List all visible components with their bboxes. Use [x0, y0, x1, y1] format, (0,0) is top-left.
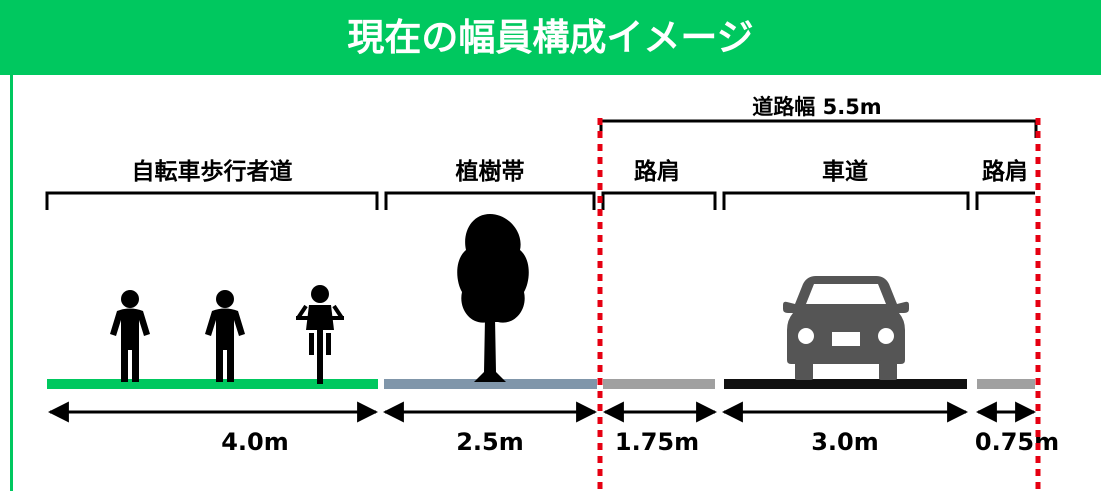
frame-border — [10, 75, 13, 491]
surface-shoulder-right — [977, 379, 1035, 389]
label-shoulder-left: 路肩 — [634, 159, 680, 185]
bracket-shoulder-left — [601, 191, 717, 210]
width-carriageway: 3.0m — [811, 428, 879, 456]
surface-sidewalk — [47, 379, 378, 389]
width-planting: 2.5m — [456, 428, 524, 456]
label-planting: 植樹帯 — [455, 159, 525, 185]
label-shoulder-right: 路肩 — [982, 159, 1028, 185]
bracket-shoulder-right — [975, 191, 1035, 210]
label-sidewalk: 自転車歩行者道 — [131, 159, 293, 185]
surface-carriageway — [724, 379, 967, 389]
surface-planting — [384, 379, 597, 389]
tree-icon — [457, 214, 529, 382]
label-carriageway: 車道 — [822, 159, 868, 185]
section-brackets — [45, 191, 1035, 210]
surface-shoulder-left — [603, 379, 715, 389]
width-shoulder-left: 1.75m — [614, 428, 700, 456]
width-sidewalk: 4.0m — [221, 428, 289, 456]
bracket-sidewalk — [45, 191, 379, 210]
pedestrian-icon — [110, 290, 150, 382]
car-icon — [783, 276, 909, 380]
bracket-carriageway — [722, 191, 970, 210]
bracket-planting — [384, 191, 596, 210]
page-title: 現在の幅員構成イメージ — [0, 0, 1101, 75]
road-width-label: 道路幅 5.5m — [752, 95, 882, 119]
pedestrian-icon — [205, 290, 245, 382]
width-shoulder-right: 0.75m — [974, 428, 1060, 456]
bracket-road-width — [599, 119, 1038, 138]
cyclist-icon — [296, 285, 344, 384]
